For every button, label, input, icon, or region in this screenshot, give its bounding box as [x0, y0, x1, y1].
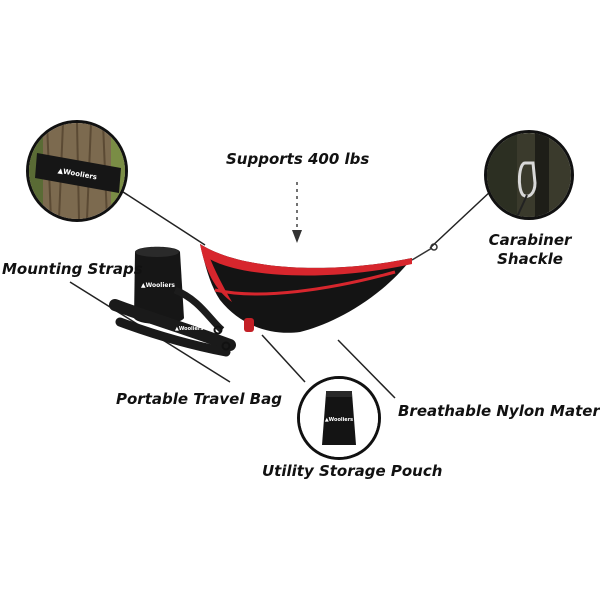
nylon-material-label: Breathable Nylon Material: [398, 402, 600, 420]
travel-bag-label: Portable Travel Bag: [116, 390, 282, 408]
svg-text:▲Wooliers: ▲Wooliers: [141, 282, 175, 289]
leader-line-pouch: [261, 334, 306, 383]
storage-pouch-label: Utility Storage Pouch: [262, 462, 443, 480]
tree-strap-photo: ▲Wooliers: [26, 120, 128, 222]
travel-bag-photo: ▲Wooliers ▲Wooliers: [109, 246, 236, 357]
leader-line-carabiner: [429, 189, 493, 249]
svg-text:▲Wooliers: ▲Wooliers: [175, 326, 203, 332]
carabiner-label-line2: Shackle: [497, 250, 563, 268]
svg-text:▲Wooliers: ▲Wooliers: [325, 417, 353, 423]
storage-pouch-photo: ▲Wooliers: [297, 376, 381, 460]
leader-line-nylon: [337, 339, 396, 399]
carabiner-photo: [484, 130, 574, 220]
leader-line-strap-photo: [119, 189, 206, 246]
hammock-illustration: [200, 243, 438, 333]
carabiner-shackle-label: Carabiner Shackle: [480, 231, 580, 269]
mounting-straps-label: Mounting Straps: [2, 260, 143, 278]
arrow-down-icon: [292, 182, 302, 243]
carabiner-label-line1: Carabiner: [488, 231, 572, 249]
supports-weight-label: Supports 400 lbs: [226, 150, 370, 168]
